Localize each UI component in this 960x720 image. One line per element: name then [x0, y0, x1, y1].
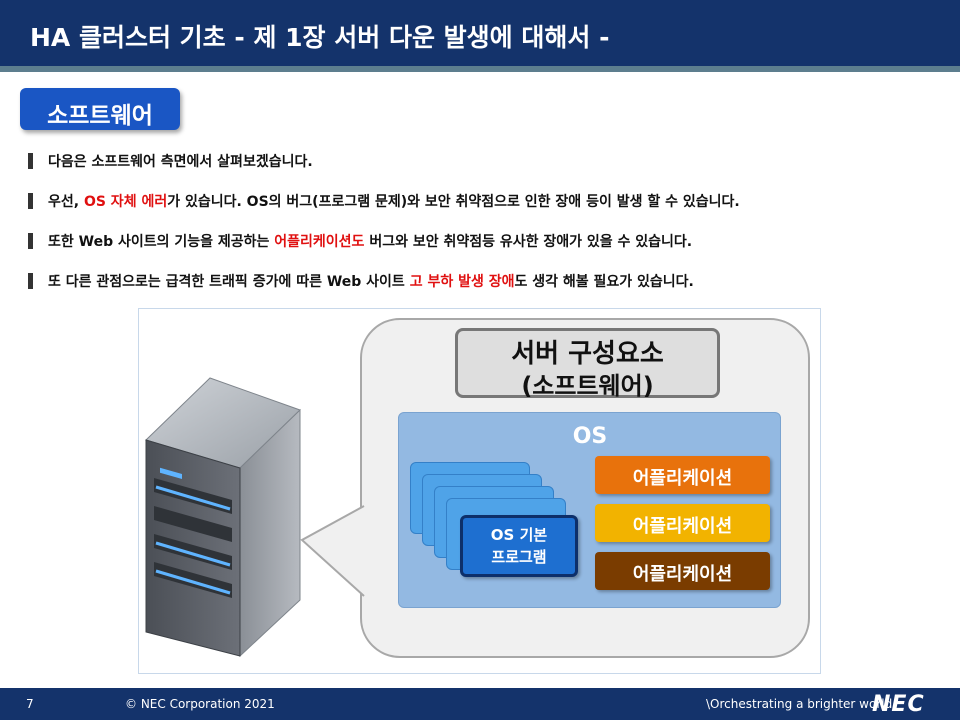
- os-label: OS: [572, 424, 608, 449]
- bullet-text: 또 다른 관점으로는 급격한 트래픽 증가에 따른 Web 사이트 고 부하 발…: [48, 271, 694, 291]
- bullet-item: 다음은 소프트웨어 측면에서 살펴보겠습니다.: [28, 150, 948, 190]
- section-badge: 소프트웨어: [20, 88, 180, 130]
- highlighted-text: 어플리케이션도: [274, 234, 365, 250]
- bullet-marker-icon: [28, 153, 33, 169]
- speech-bubble-tail: [300, 505, 365, 597]
- server-tower-icon: [145, 377, 301, 658]
- highlighted-text: 고 부하 발생 장애: [409, 274, 515, 290]
- page-number: 7: [26, 697, 34, 711]
- application-box: [595, 504, 770, 542]
- application-label: 어플리케이션: [632, 516, 733, 537]
- text-span: 버그와 보안 취약점등 유사한 장애가 있을 수 있습니다.: [364, 234, 693, 250]
- tagline: \Orchestrating a brighter world: [706, 697, 893, 711]
- bullet-item: 또 다른 관점으로는 급격한 트래픽 증가에 따른 Web 사이트 고 부하 발…: [28, 270, 948, 310]
- section-label: 소프트웨어: [47, 103, 153, 129]
- components-subtitle: (소프트웨어): [521, 372, 654, 400]
- text-span: 가 있습니다. OS의 버그(프로그램 문제)와 보안 취약점으로 인한 장애 …: [167, 194, 740, 210]
- highlighted-text: OS 자체 에러: [83, 194, 168, 210]
- os-base-program-line1: OS 기본: [490, 526, 548, 544]
- title-bar: [0, 0, 960, 66]
- application-label: 어플리케이션: [632, 468, 733, 489]
- copyright: © NEC Corporation 2021: [125, 697, 275, 711]
- slide-title: HA 클러스터 기초 - 제 1장 서버 다운 발생에 대해서 -: [30, 23, 610, 52]
- text-span: 도 생각 해볼 필요가 있습니다.: [514, 274, 694, 290]
- bullet-marker-icon: [28, 273, 33, 289]
- bullet-item: 우선, OS 자체 에러가 있습니다. OS의 버그(프로그램 문제)와 보안 …: [28, 190, 948, 230]
- text-span: 우선,: [48, 194, 84, 210]
- components-title: 서버 구성요소: [511, 339, 664, 369]
- application-label: 어플리케이션: [632, 564, 733, 585]
- components-title-box: [455, 328, 720, 398]
- footer-bar: [0, 688, 960, 720]
- os-base-program-box: [460, 515, 578, 577]
- bullet-text: 다음은 소프트웨어 측면에서 살펴보겠습니다.: [48, 151, 313, 171]
- text-span: 다음은 소프트웨어 측면에서 살펴보겠습니다.: [48, 154, 313, 170]
- bullet-marker-icon: [28, 193, 33, 209]
- bullet-text: 우선, OS 자체 에러가 있습니다. OS의 버그(프로그램 문제)와 보안 …: [48, 191, 740, 211]
- bullet-text: 또한 Web 사이트의 기능을 제공하는 어플리케이션도 버그와 보안 취약점등…: [48, 231, 692, 251]
- application-box: [595, 552, 770, 590]
- bullet-marker-icon: [28, 233, 33, 249]
- os-base-program-line2: 프로그램: [491, 548, 547, 566]
- text-span: 또한 Web 사이트의 기능을 제공하는: [48, 234, 275, 250]
- nec-logo: NEC: [872, 692, 925, 717]
- bullet-item: 또한 Web 사이트의 기능을 제공하는 어플리케이션도 버그와 보안 취약점등…: [28, 230, 948, 270]
- text-span: 또 다른 관점으로는 급격한 트래픽 증가에 따른 Web 사이트: [48, 274, 410, 290]
- title-stripe: [0, 66, 960, 72]
- bullet-list: 다음은 소프트웨어 측면에서 살펴보겠습니다. 우선, OS 자체 에러가 있습니…: [28, 150, 948, 310]
- application-box: [595, 456, 770, 494]
